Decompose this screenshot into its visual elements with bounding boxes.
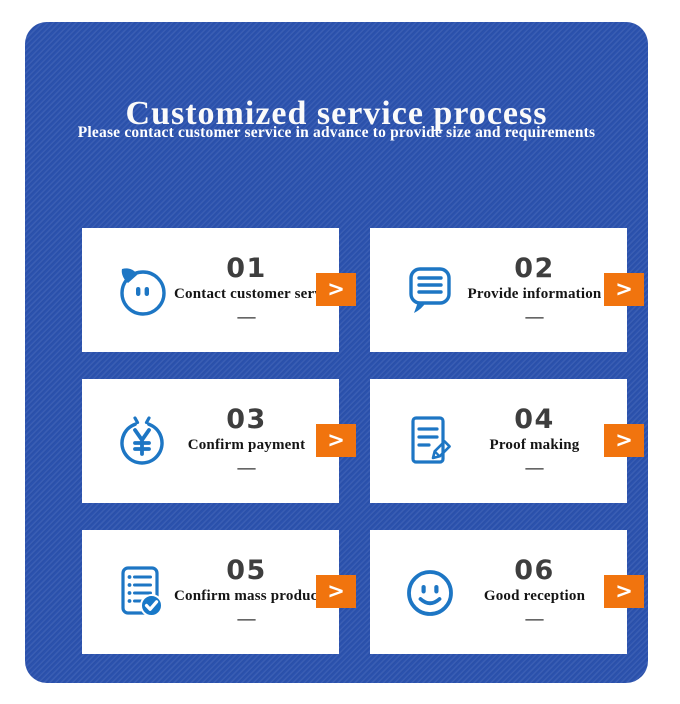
speech-bubble-lines-icon — [398, 258, 462, 322]
step-arrow-button[interactable]: > — [604, 424, 644, 457]
blue-panel: Customized service process Please contac… — [25, 22, 648, 683]
step-number: 01 — [226, 253, 267, 285]
step-content: 04 Proof making — — [462, 406, 627, 475]
step-number: 04 — [514, 404, 555, 436]
checklist-check-icon — [110, 560, 174, 624]
step-content: 06 Good reception — — [462, 557, 627, 626]
step-divider: — — [525, 607, 544, 628]
page-title: Customized service process — [125, 94, 548, 132]
page-subtitle: Please contact customer service in advan… — [77, 124, 596, 141]
step-arrow-button[interactable]: > — [604, 273, 644, 306]
step-label: Contact customer service — [174, 286, 341, 303]
step-label: Confirm mass production — [174, 588, 344, 605]
step-card-6: 06 Good reception — > — [370, 530, 644, 654]
step-card-5: 05 Confirm mass production — > — [82, 530, 356, 654]
step-divider: — — [237, 456, 256, 477]
step-arrow-button[interactable]: > — [316, 273, 356, 306]
step-card-2: 02 Provide information — > — [370, 228, 644, 352]
step-arrow-button[interactable]: > — [316, 424, 356, 457]
step-divider: — — [237, 305, 256, 326]
document-pencil-icon — [398, 409, 462, 473]
step-divider: — — [237, 607, 256, 628]
step-content: 01 Contact customer service — — [174, 253, 341, 326]
step-divider: — — [525, 456, 544, 477]
step-label: Proof making — [489, 437, 580, 454]
step-card-4: 04 Proof making — > — [370, 379, 644, 503]
yuan-coin-icon — [110, 409, 174, 473]
customer-service-chat-icon — [110, 258, 174, 322]
step-content: 02 Provide information — — [462, 255, 627, 324]
step-label: Provide information — [467, 286, 602, 303]
step-label: Good reception — [483, 588, 586, 605]
step-content: 03 Confirm payment — — [174, 406, 339, 475]
smiley-face-icon — [398, 560, 462, 624]
step-arrow-button[interactable]: > — [316, 575, 356, 608]
step-number: 02 — [514, 253, 555, 285]
step-arrow-button[interactable]: > — [604, 575, 644, 608]
step-card-3: 03 Confirm payment — > — [82, 379, 356, 503]
step-number: 05 — [226, 555, 267, 587]
step-number: 03 — [226, 404, 267, 436]
step-card-1: 01 Contact customer service — > — [82, 228, 356, 352]
step-divider: — — [525, 305, 544, 326]
step-content: 05 Confirm mass production — — [174, 555, 344, 628]
step-number: 06 — [514, 555, 555, 587]
step-label: Confirm payment — [187, 437, 306, 454]
